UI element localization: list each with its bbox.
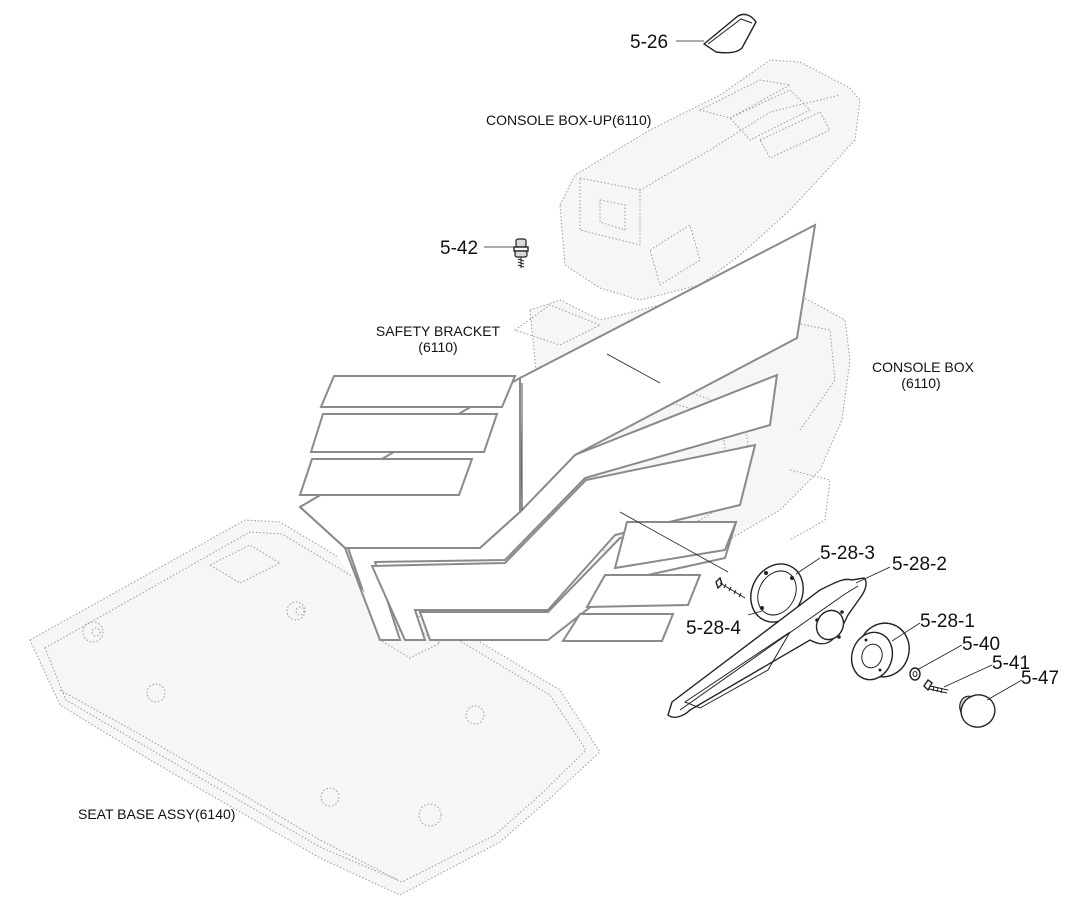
label-safety-bracket-code: (6110): [418, 339, 457, 355]
watermark-logo: [298, 223, 817, 642]
part-5-26-pad[interactable]: [702, 13, 757, 54]
label-console-box: CONSOLE BOX: [872, 359, 975, 375]
callout-5-47[interactable]: 5-47: [1021, 668, 1059, 689]
console-box-up-outline: [559, 59, 861, 301]
label-console-box-code: (6110): [901, 375, 940, 391]
callout-5-40[interactable]: 5-40: [962, 634, 1000, 655]
part-5-47-cap[interactable]: [956, 690, 999, 732]
part-callouts: 5-26 5-42 5-28-3 5-28-2 5-28-4 5-28-1 5-…: [440, 32, 1059, 689]
callout-5-28-1[interactable]: 5-28-1: [920, 611, 975, 632]
part-5-28-3-ring-plate[interactable]: [741, 555, 813, 631]
callout-5-28-2[interactable]: 5-28-2: [892, 554, 947, 575]
callout-5-42[interactable]: 5-42: [440, 238, 478, 259]
part-5-40-washer[interactable]: [909, 667, 921, 681]
callout-5-41[interactable]: 5-41: [992, 653, 1030, 674]
callout-5-28-3[interactable]: 5-28-3: [820, 543, 875, 564]
label-seat-base-assy: SEAT BASE ASSY(6140): [78, 806, 235, 822]
callout-5-28-4[interactable]: 5-28-4: [686, 618, 741, 639]
part-5-42-bolt[interactable]: [513, 238, 529, 268]
callout-5-26[interactable]: 5-26: [630, 32, 668, 53]
part-5-28-4-screw[interactable]: [715, 576, 746, 599]
label-safety-bracket: SAFETY BRACKET: [376, 323, 501, 339]
part-5-41-bolt[interactable]: [923, 678, 949, 694]
part-5-28-2-lever-arm[interactable]: [667, 577, 867, 718]
assembly-labels: CONSOLE BOX-UP(6110) SAFETY BRACKET (611…: [78, 112, 975, 822]
leader-lines: [484, 40, 1023, 701]
part-5-28-1-knob-base[interactable]: [846, 617, 917, 685]
label-console-box-up: CONSOLE BOX-UP(6110): [486, 112, 651, 128]
